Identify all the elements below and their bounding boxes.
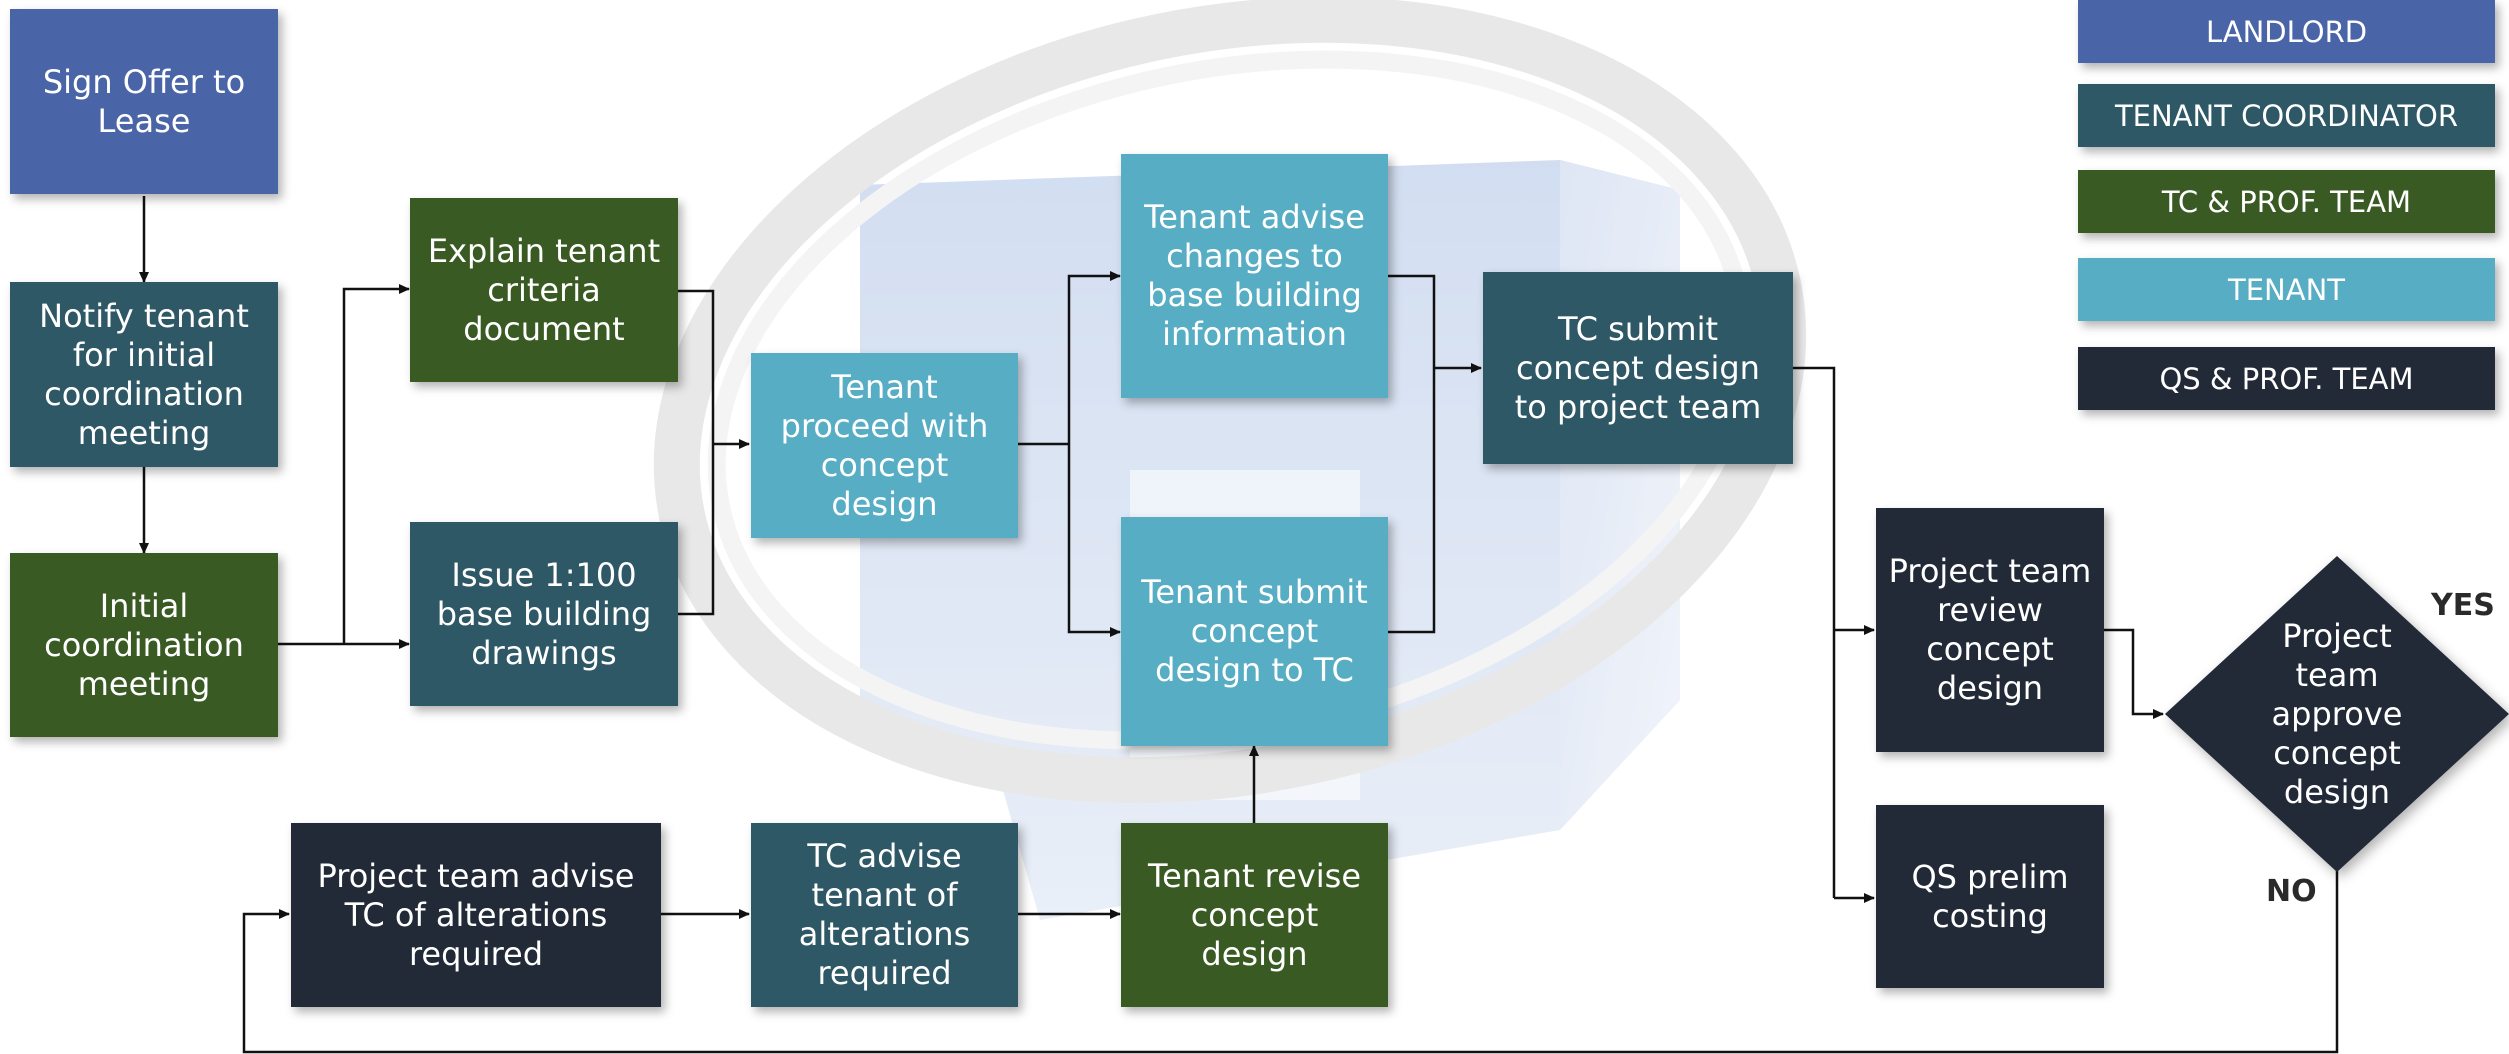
node-tc-advise-tenant: TC advise tenant of alterations required — [751, 823, 1018, 1007]
node-notify-tenant: Notify tenant for initial coordination m… — [10, 282, 278, 467]
legend-qs-prof-team: QS & PROF. TEAM — [2078, 347, 2495, 410]
node-team-approve-label: Project team approve concept design — [2271, 616, 2403, 811]
decision-yes-label: YES — [2431, 588, 2495, 623]
node-tenant-submit-to-tc: Tenant submit concept design to TC — [1121, 517, 1388, 746]
node-tenant-proceed: Tenant proceed with concept design — [751, 353, 1018, 538]
node-team-advise-alterations: Project team advise TC of alterations re… — [291, 823, 661, 1007]
node-tc-submit-to-team: TC submit concept design to project team — [1483, 272, 1793, 464]
approve-decision-diamond — [2165, 556, 2509, 872]
legend-tenant-coordinator: TENANT COORDINATOR — [2078, 84, 2495, 147]
node-explain-criteria: Explain tenant criteria document — [410, 198, 678, 382]
legend-landlord: LANDLORD — [2078, 0, 2495, 63]
legend-tc-prof-team: TC & PROF. TEAM — [2078, 170, 2495, 233]
arrow-submit-to-join — [1388, 368, 1436, 634]
arrow-explain-to-join — [678, 289, 715, 444]
arrow-approve-no-loop — [242, 870, 2339, 1054]
arrow-review-to-approve — [2104, 628, 2164, 719]
arrow-advise-to-join — [1388, 274, 1436, 368]
node-team-review: Project team review concept design — [1876, 508, 2104, 752]
decision-no-label: NO — [2266, 874, 2317, 909]
arrow-split-to-explain — [342, 284, 410, 644]
node-sign-offer: Sign Offer to Lease — [10, 9, 278, 194]
arrow-issue-to-join — [678, 444, 715, 616]
node-issue-drawings: Issue 1:100 base building drawings — [410, 522, 678, 706]
arrow-split-to-advise — [1067, 271, 1121, 444]
arrow-split-to-submit — [1067, 444, 1121, 637]
node-tenant-revise: Tenant revise concept design — [1121, 823, 1388, 1007]
node-initial-meeting: Initial coordination meeting — [10, 553, 278, 737]
node-tenant-advise-changes: Tenant advise changes to base building i… — [1121, 154, 1388, 398]
arrow-tc-submit-to-split — [1793, 366, 1836, 898]
node-qs-costing: QS prelim costing — [1876, 805, 2104, 988]
legend-tenant: TENANT — [2078, 258, 2495, 321]
